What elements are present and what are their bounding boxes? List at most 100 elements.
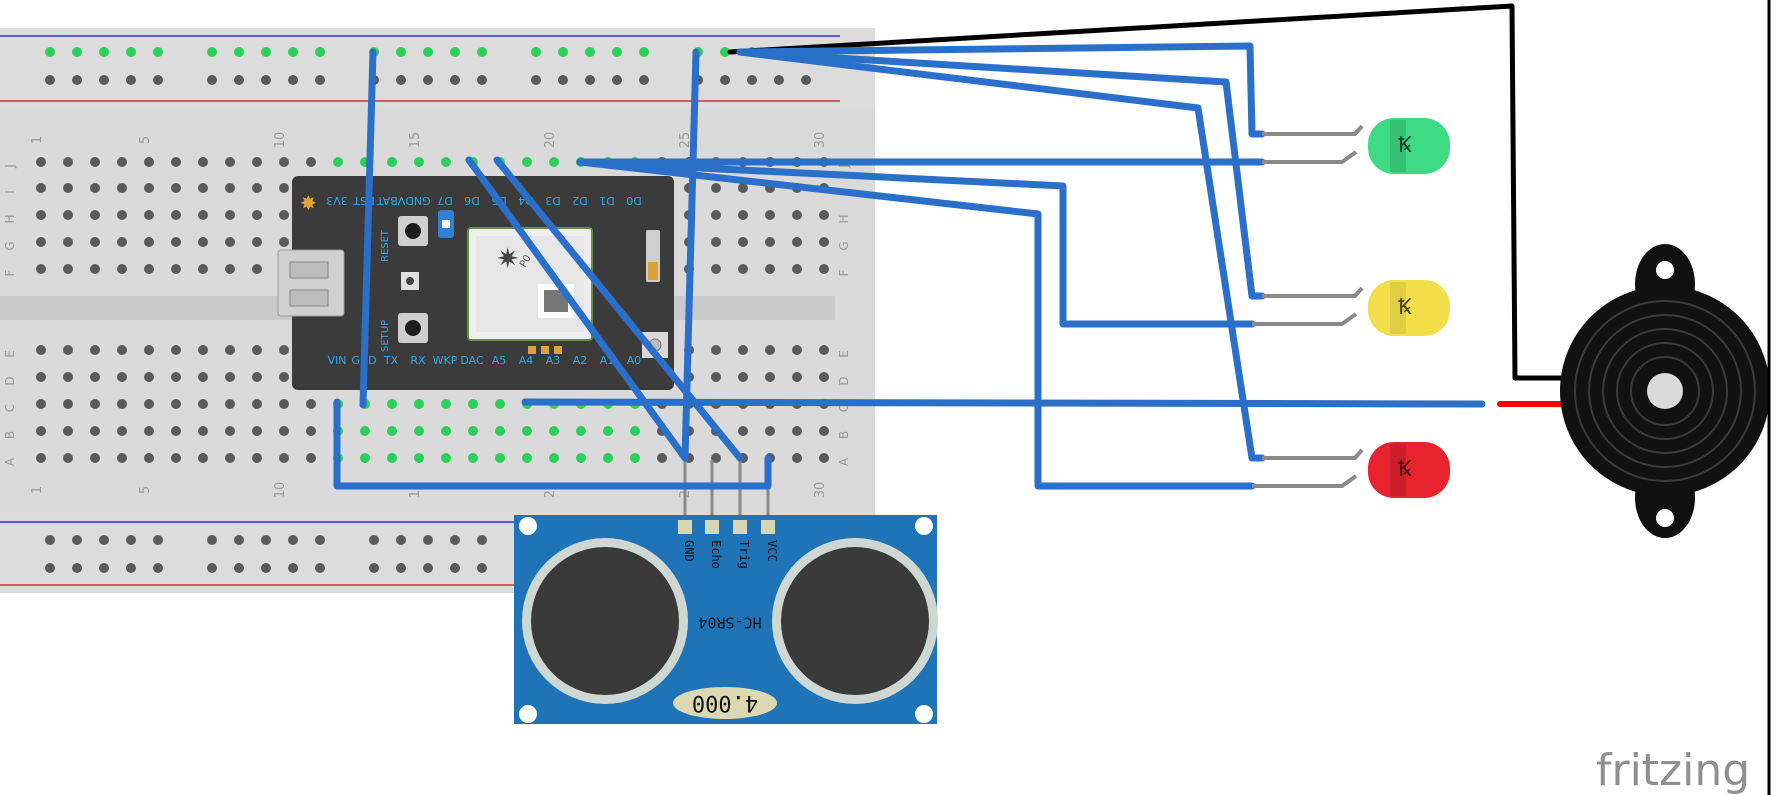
breadboard-hole [819, 453, 829, 463]
breadboard-hole [765, 264, 775, 274]
wires [333, 3, 1565, 490]
rail-hole [450, 75, 460, 85]
breadboard-hole [144, 399, 154, 409]
breadboard-hole [441, 399, 451, 409]
column-number-top: 25 [678, 132, 693, 149]
rail-hole [423, 563, 433, 573]
breadboard-hole [792, 264, 802, 274]
crystal-label: 4.000 [692, 690, 758, 715]
breadboard-hole [603, 453, 613, 463]
fritzing-watermark: fritzing [1596, 745, 1750, 795]
breadboard-hole [144, 183, 154, 193]
crystal-oscillator [673, 687, 777, 719]
breadboard-hole [90, 264, 100, 274]
row-letter-left: H [3, 214, 17, 223]
rail-hole [45, 75, 55, 85]
row-letter-right: B [837, 431, 851, 439]
rail-hole [72, 535, 82, 545]
breadboard-hole [63, 372, 73, 382]
breadboard-hole [387, 453, 397, 463]
row-letter-left: E [3, 350, 17, 358]
breadboard-hole [63, 157, 73, 167]
rail-hole [153, 47, 163, 57]
breadboard-hole [63, 183, 73, 193]
breadboard-hole [252, 210, 262, 220]
row-letter-left: F [3, 269, 17, 276]
breadboard-hole [144, 237, 154, 247]
breadboard-hole [738, 372, 748, 382]
breadboard-hole [36, 237, 46, 247]
breadboard-hole [63, 345, 73, 355]
rail-hole [396, 47, 406, 57]
breadboard-hole [144, 210, 154, 220]
rail-hole [45, 563, 55, 573]
breadboard-hole [792, 453, 802, 463]
rail-hole [639, 75, 649, 85]
column-number-bottom: 5 [138, 486, 153, 494]
breadboard-hole [279, 210, 289, 220]
rail-hole [99, 75, 109, 85]
breadboard-hole [171, 183, 181, 193]
breadboard-hole [117, 157, 127, 167]
rail-hole [369, 563, 379, 573]
photon-top-pin-label: D1 [599, 194, 614, 207]
column-number-top: 5 [138, 136, 153, 144]
breadboard-hole [279, 426, 289, 436]
row-letter-left: I [3, 190, 17, 194]
rail-hole [585, 75, 595, 85]
breadboard-hole [225, 264, 235, 274]
rail-hole [315, 563, 325, 573]
photon-top-pin-label: D2 [572, 194, 587, 207]
breadboard-hole [144, 264, 154, 274]
breadboard-hole [171, 426, 181, 436]
rail-hole [207, 75, 217, 85]
breadboard-hole [765, 426, 775, 436]
breadboard-hole [819, 345, 829, 355]
breadboard-hole [279, 453, 289, 463]
breadboard-hole [252, 426, 262, 436]
rail-hole [126, 535, 136, 545]
breadboard-hole [279, 157, 289, 167]
breadboard-hole [738, 237, 748, 247]
photon-bottom-pin-label: A5 [492, 354, 507, 367]
breadboard-hole [198, 183, 208, 193]
photon-bottom-pin-label: A0 [627, 354, 642, 367]
rail-hole [72, 75, 82, 85]
breadboard-hole [36, 426, 46, 436]
breadboard-hole [279, 345, 289, 355]
rail-hole [396, 563, 406, 573]
breadboard-hole [171, 237, 181, 247]
breadboard-hole [225, 399, 235, 409]
breadboard-hole [414, 399, 424, 409]
rail-hole [261, 563, 271, 573]
row-letter-right: E [837, 350, 851, 358]
rail-hole [450, 563, 460, 573]
photon-top-pin-label: D6 [464, 194, 479, 207]
breadboard-hole [819, 426, 829, 436]
row-letter-left: J [3, 164, 17, 169]
column-number-top: 20 [543, 132, 558, 149]
breadboard-hole [171, 157, 181, 167]
piezo-buzzer [1560, 244, 1770, 538]
breadboard-hole [198, 210, 208, 220]
breadboard-hole [225, 157, 235, 167]
breadboard-hole [144, 157, 154, 167]
rail-hole [720, 75, 730, 85]
breadboard-hole [252, 345, 262, 355]
breadboard-hole [36, 372, 46, 382]
breadboard-hole [441, 453, 451, 463]
rail-hole [288, 563, 298, 573]
rail-hole [423, 75, 433, 85]
breadboard-hole [90, 345, 100, 355]
breadboard-hole [792, 372, 802, 382]
breadboard-hole [252, 157, 262, 167]
column-number-top: 10 [273, 132, 288, 149]
rail-hole [315, 47, 325, 57]
breadboard-hole [198, 264, 208, 274]
rail-hole [99, 563, 109, 573]
row-letter-left: A [3, 457, 17, 466]
breadboard-hole [414, 426, 424, 436]
breadboard-hole [360, 426, 370, 436]
breadboard-hole [306, 399, 316, 409]
